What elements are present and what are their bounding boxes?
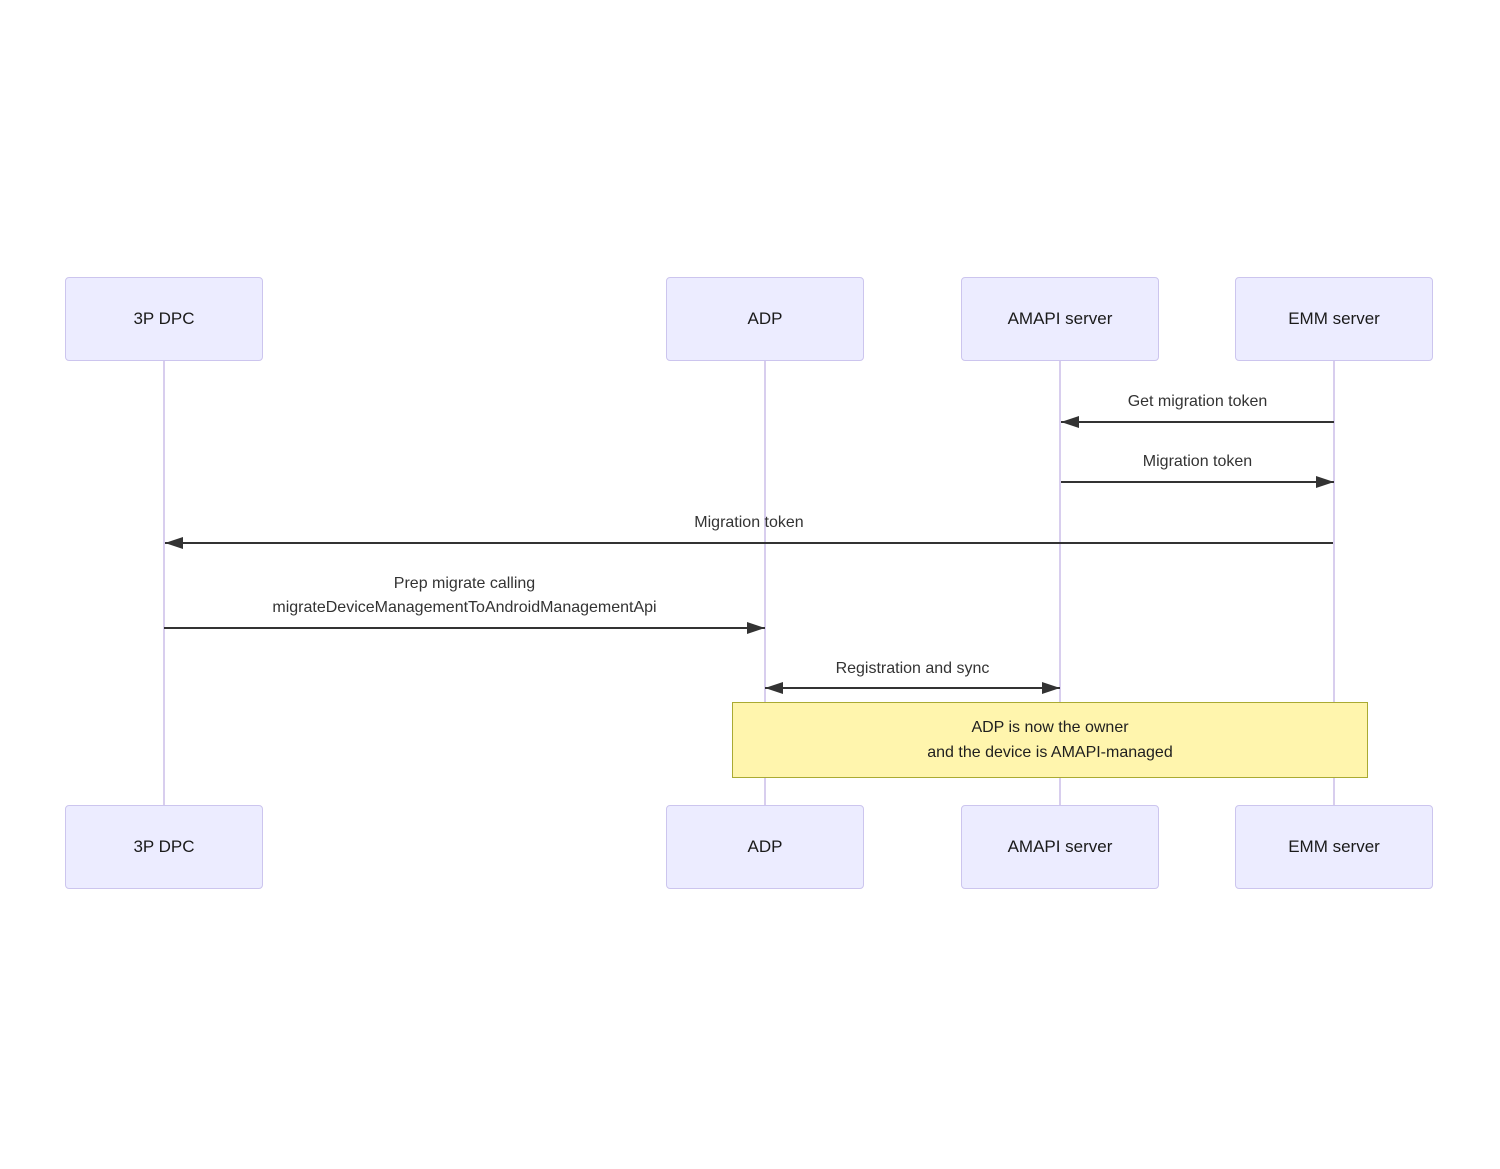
actor-label: ADP	[747, 309, 783, 328]
message-label-line-1: Prep migrate calling	[393, 575, 536, 592]
message-line	[164, 627, 765, 629]
actor-label: AMAPI server	[1007, 309, 1113, 328]
actor-top-3p-dpc: 3P DPC	[65, 277, 263, 361]
actor-label: EMM server	[1288, 837, 1380, 856]
actor-top-adp: ADP	[666, 277, 864, 361]
actor-label: AMAPI server	[1007, 837, 1113, 856]
actor-top-emm-server: EMM server	[1235, 277, 1433, 361]
message-line	[765, 687, 1060, 689]
message-label-prep-migrate: Prep migrate calling migrateDeviceManage…	[164, 572, 765, 620]
note-line-2: and the device is AMAPI-managed	[927, 744, 1173, 761]
lifeline-adp	[764, 361, 766, 805]
message-line	[1061, 421, 1334, 423]
actor-bottom-amapi-server: AMAPI server	[961, 805, 1159, 889]
note-adp-owner: ADP is now the owner and the device is A…	[732, 702, 1368, 778]
arrowhead-left-icon	[165, 537, 183, 549]
actor-top-amapi-server: AMAPI server	[961, 277, 1159, 361]
message-label-registration-and-sync: Registration and sync	[835, 660, 990, 677]
message-label-migration-token-long: Migration token	[694, 514, 804, 531]
arrowhead-left-icon	[1061, 416, 1079, 428]
message-line	[1061, 481, 1334, 483]
arrowhead-left-icon	[765, 682, 783, 694]
arrowhead-right-icon	[1316, 476, 1334, 488]
lifeline-emm-server	[1333, 361, 1335, 805]
actor-label: 3P DPC	[133, 309, 195, 328]
arrowhead-right-icon	[747, 622, 765, 634]
actor-label: EMM server	[1288, 309, 1380, 328]
actor-label: ADP	[747, 837, 783, 856]
actor-bottom-adp: ADP	[666, 805, 864, 889]
message-label-line-2: migrateDeviceManagementToAndroidManageme…	[272, 599, 657, 616]
actor-bottom-emm-server: EMM server	[1235, 805, 1433, 889]
message-label-get-migration-token: Get migration token	[1127, 393, 1268, 410]
message-line	[165, 542, 1333, 544]
actor-bottom-3p-dpc: 3P DPC	[65, 805, 263, 889]
arrowhead-right-icon	[1042, 682, 1060, 694]
message-label-migration-token: Migration token	[1142, 453, 1253, 470]
note-line-1: ADP is now the owner	[971, 719, 1129, 736]
lifeline-amapi-server	[1059, 361, 1061, 805]
lifeline-3p-dpc	[163, 361, 165, 805]
actor-label: 3P DPC	[133, 837, 195, 856]
